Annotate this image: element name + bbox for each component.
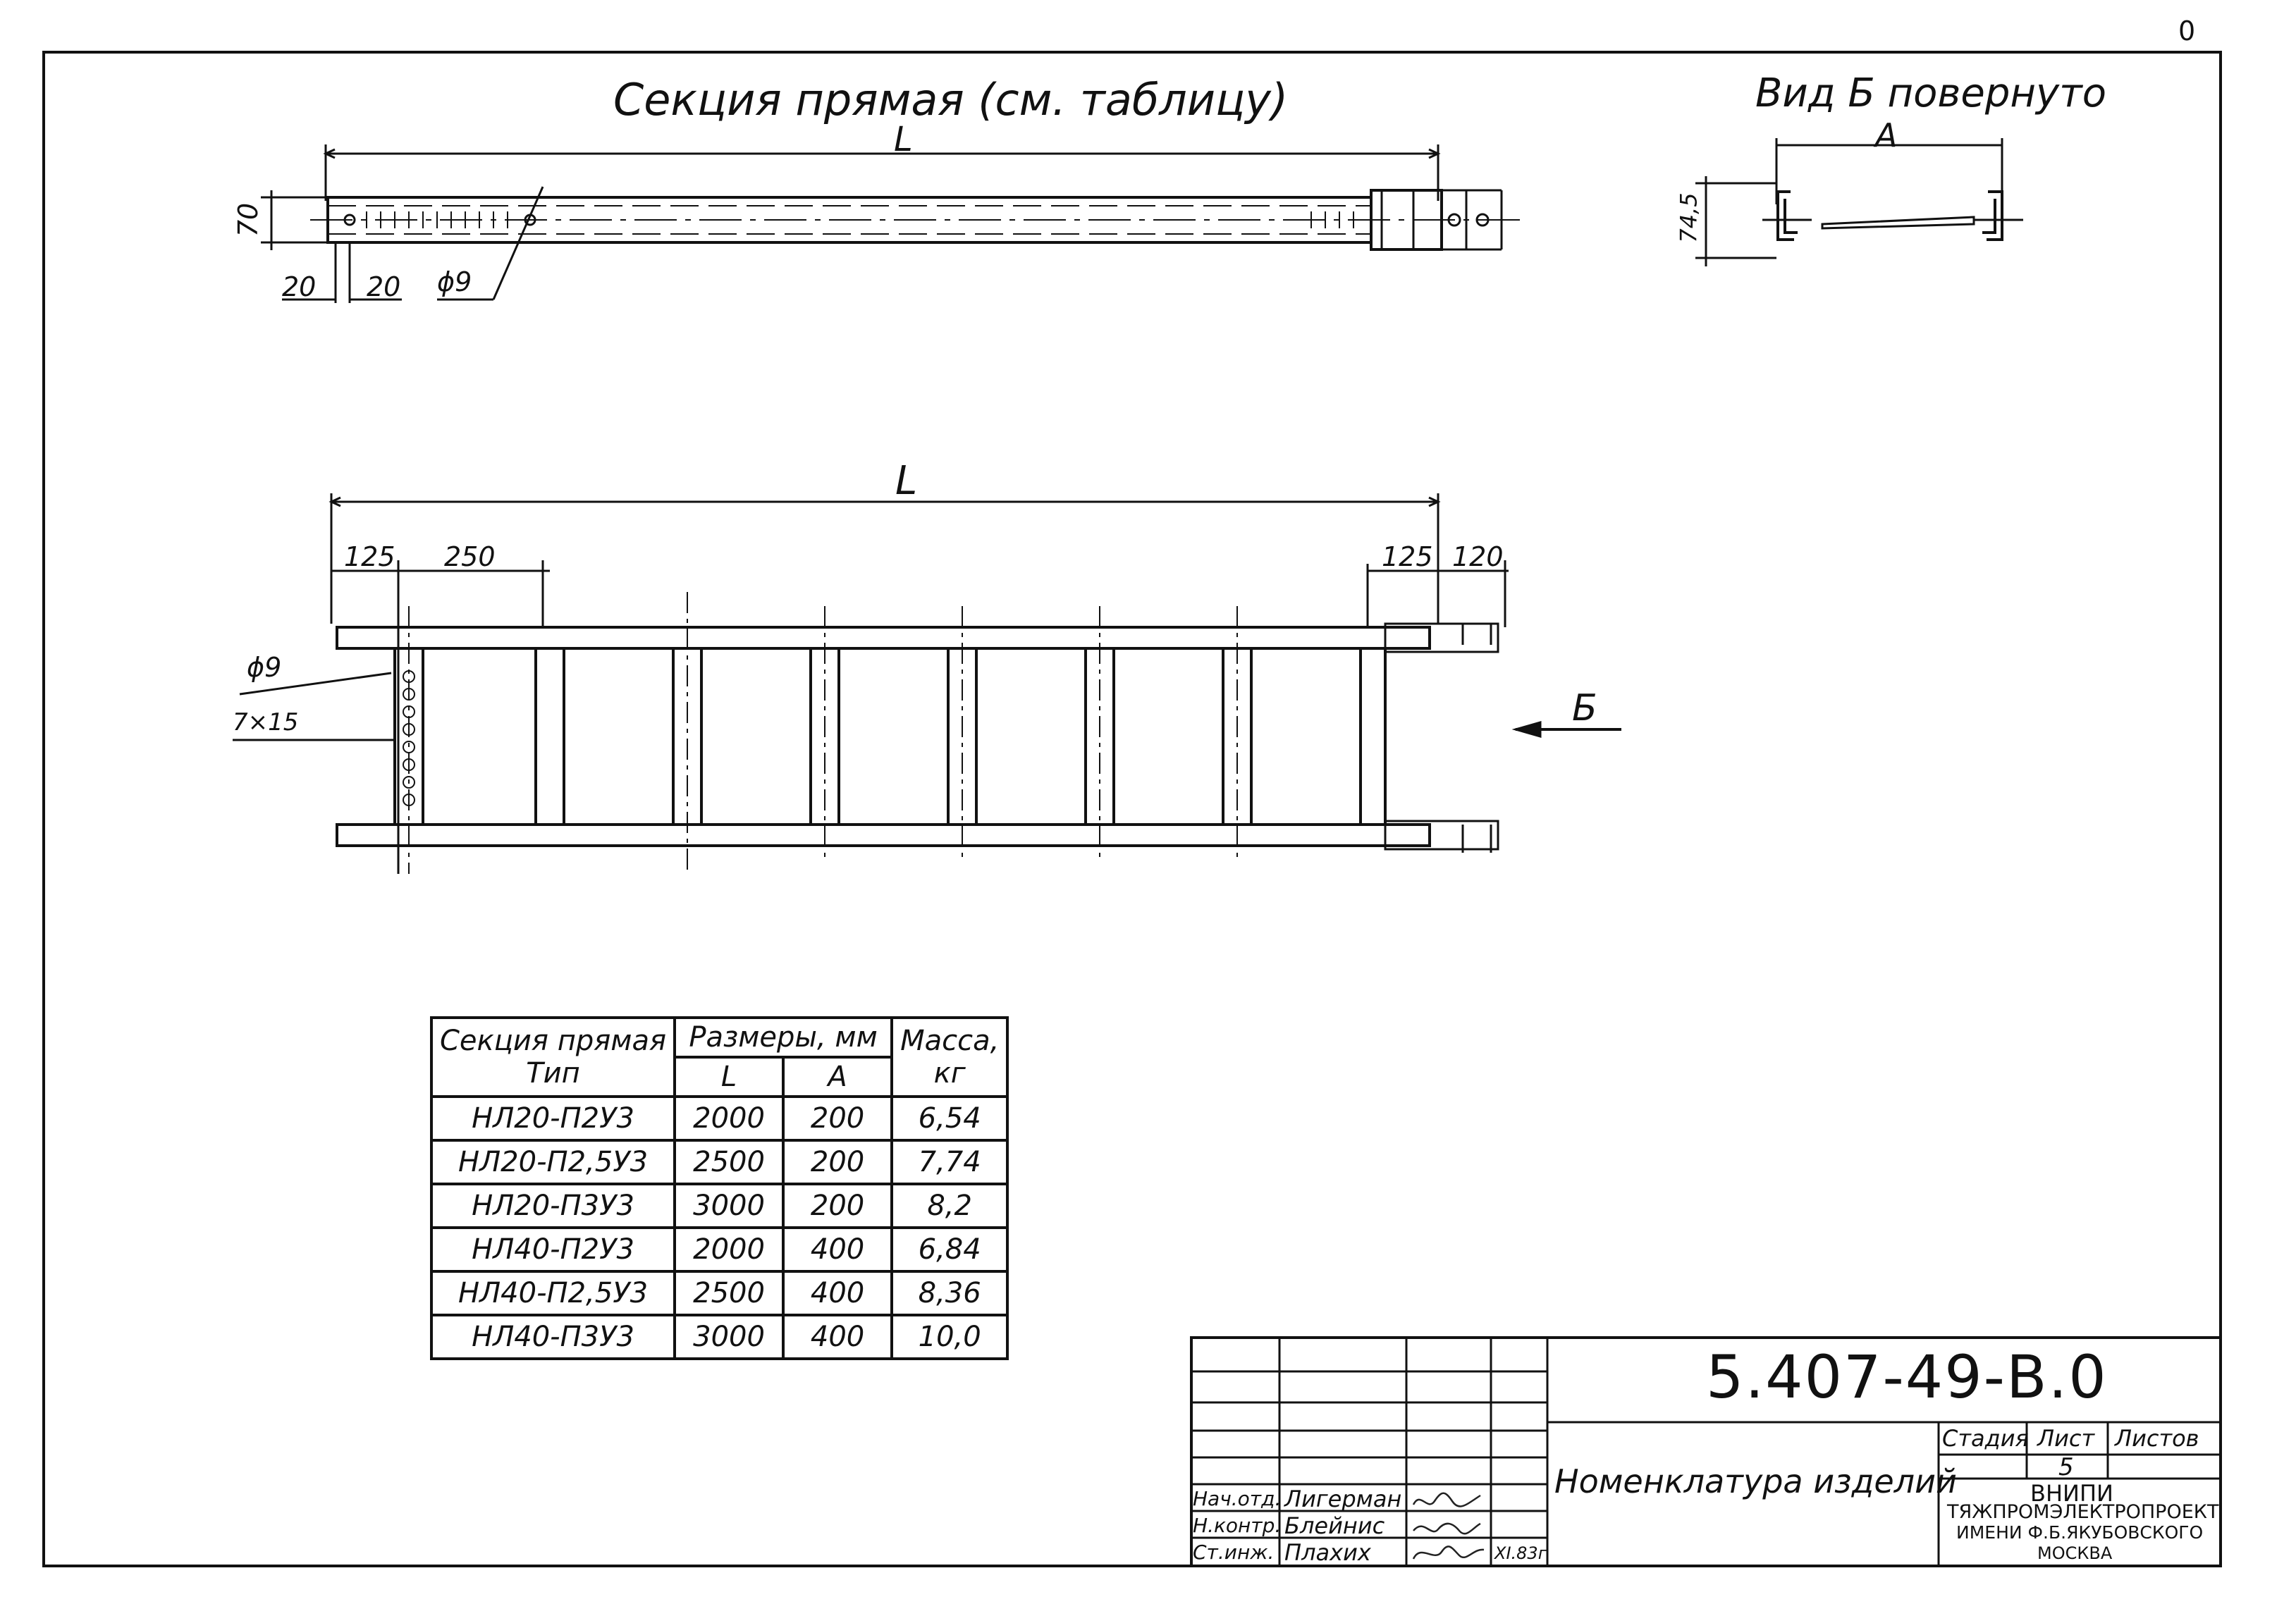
view-arrow-label: Б bbox=[1572, 687, 1597, 729]
org-line-2: ТЯЖПРОМЭЛЕКТРОПРОЕКТ bbox=[1947, 1501, 2219, 1523]
dim-plan-slot: 7×15 bbox=[233, 708, 299, 736]
role-2: Н.контр. bbox=[1193, 1514, 1282, 1537]
col-dims-header: Размеры, мм bbox=[673, 1016, 894, 1059]
cell-A: 200 bbox=[782, 1095, 894, 1142]
org-line-1: ВНИПИ bbox=[2030, 1480, 2113, 1507]
col-L-header: L bbox=[673, 1056, 785, 1098]
title-block bbox=[1190, 1336, 2222, 1567]
signature-1 bbox=[1412, 1492, 1481, 1507]
drawing-frame bbox=[42, 51, 2222, 1567]
table-row: НЛ40-П2У3 2000 400 6,84 bbox=[429, 1226, 1009, 1273]
stage-header: Стадия bbox=[1942, 1425, 2029, 1452]
cell-L: 2000 bbox=[673, 1226, 785, 1273]
table-row: НЛ20-П3У3 3000 200 8,2 bbox=[429, 1183, 1009, 1229]
cell-mass: 10,0 bbox=[890, 1314, 1009, 1360]
plan-rail-bottom bbox=[336, 823, 1431, 847]
dim-top-offset2: 20 bbox=[367, 271, 401, 302]
cell-mass: 6,54 bbox=[890, 1095, 1009, 1142]
signature-3 bbox=[1412, 1546, 1485, 1560]
dim-top-hole: ϕ9 bbox=[437, 266, 472, 297]
corner-mark: 0 bbox=[2178, 16, 2196, 47]
cell-type: НЛ40-П3У3 bbox=[429, 1314, 677, 1360]
cell-A: 400 bbox=[782, 1270, 894, 1316]
name-1: Лигерман bbox=[1284, 1486, 1402, 1512]
side-view-title: Вид Б повернуто bbox=[1755, 70, 2107, 116]
top-view-title: Секция прямая (см. таблицу) bbox=[613, 74, 1289, 125]
cell-L: 2000 bbox=[673, 1095, 785, 1142]
dim-plan-length: L bbox=[895, 458, 918, 504]
name-3: Плахих bbox=[1284, 1539, 1371, 1566]
col-mass-header: Масса,кг bbox=[890, 1016, 1009, 1098]
cell-A: 200 bbox=[782, 1183, 894, 1229]
dim-plan-125a: 125 bbox=[344, 541, 395, 572]
sheet-number: 5 bbox=[2058, 1453, 2074, 1481]
dim-top-offset1: 20 bbox=[282, 271, 317, 302]
cell-L: 3000 bbox=[673, 1314, 785, 1360]
name-2: Блейнис bbox=[1284, 1512, 1385, 1539]
cell-type: НЛ40-П2,5У3 bbox=[429, 1270, 677, 1316]
sheet-header: Лист bbox=[2037, 1425, 2095, 1452]
document-name: Номенклатура изделий bbox=[1554, 1462, 1957, 1500]
cell-type: НЛ40-П2У3 bbox=[429, 1226, 677, 1273]
dim-plan-250: 250 bbox=[444, 541, 496, 572]
table-row: НЛ40-П2,5У3 2500 400 8,36 bbox=[429, 1270, 1009, 1316]
dim-plan-125b: 125 bbox=[1382, 541, 1433, 572]
cell-mass: 8,36 bbox=[890, 1270, 1009, 1316]
sheets-header: Листов bbox=[2115, 1425, 2199, 1452]
cell-A: 400 bbox=[782, 1226, 894, 1273]
signature-2 bbox=[1413, 1522, 1481, 1535]
sign-date: XI.83г bbox=[1494, 1543, 1547, 1563]
cell-mass: 7,74 bbox=[890, 1139, 1009, 1185]
table-row: НЛ40-П3У3 3000 400 10,0 bbox=[429, 1314, 1009, 1360]
table-row: НЛ20-П2,5У3 2500 200 7,74 bbox=[429, 1139, 1009, 1185]
cell-mass: 6,84 bbox=[890, 1226, 1009, 1273]
org-line-4: МОСКВА bbox=[2037, 1543, 2113, 1563]
cell-L: 2500 bbox=[673, 1139, 785, 1185]
cell-type: НЛ20-П3У3 bbox=[429, 1183, 677, 1229]
dim-side-width: A bbox=[1875, 116, 1898, 154]
cell-L: 3000 bbox=[673, 1183, 785, 1229]
plan-rail-top bbox=[336, 626, 1431, 650]
table-row: НЛ20-П2У3 2000 200 6,54 bbox=[429, 1095, 1009, 1142]
role-1: Нач.отд. bbox=[1193, 1487, 1282, 1510]
org-line-3: ИМЕНИ Ф.Б.ЯКУБОВСКОГО bbox=[1956, 1522, 2204, 1543]
dim-plan-120: 120 bbox=[1452, 541, 1504, 572]
cell-A: 400 bbox=[782, 1314, 894, 1360]
cell-type: НЛ20-П2У3 bbox=[429, 1095, 677, 1142]
dim-plan-hole: ϕ9 bbox=[247, 652, 282, 683]
dim-top-length: L bbox=[894, 120, 913, 159]
cell-mass: 8,2 bbox=[890, 1183, 1009, 1229]
cell-type: НЛ20-П2,5У3 bbox=[429, 1139, 677, 1185]
role-3: Ст.инж. bbox=[1193, 1541, 1275, 1564]
col-A-header: A bbox=[782, 1056, 894, 1098]
cell-L: 2500 bbox=[673, 1270, 785, 1316]
cell-A: 200 bbox=[782, 1139, 894, 1185]
document-code: 5.407-49-В.0 bbox=[1706, 1343, 2108, 1412]
